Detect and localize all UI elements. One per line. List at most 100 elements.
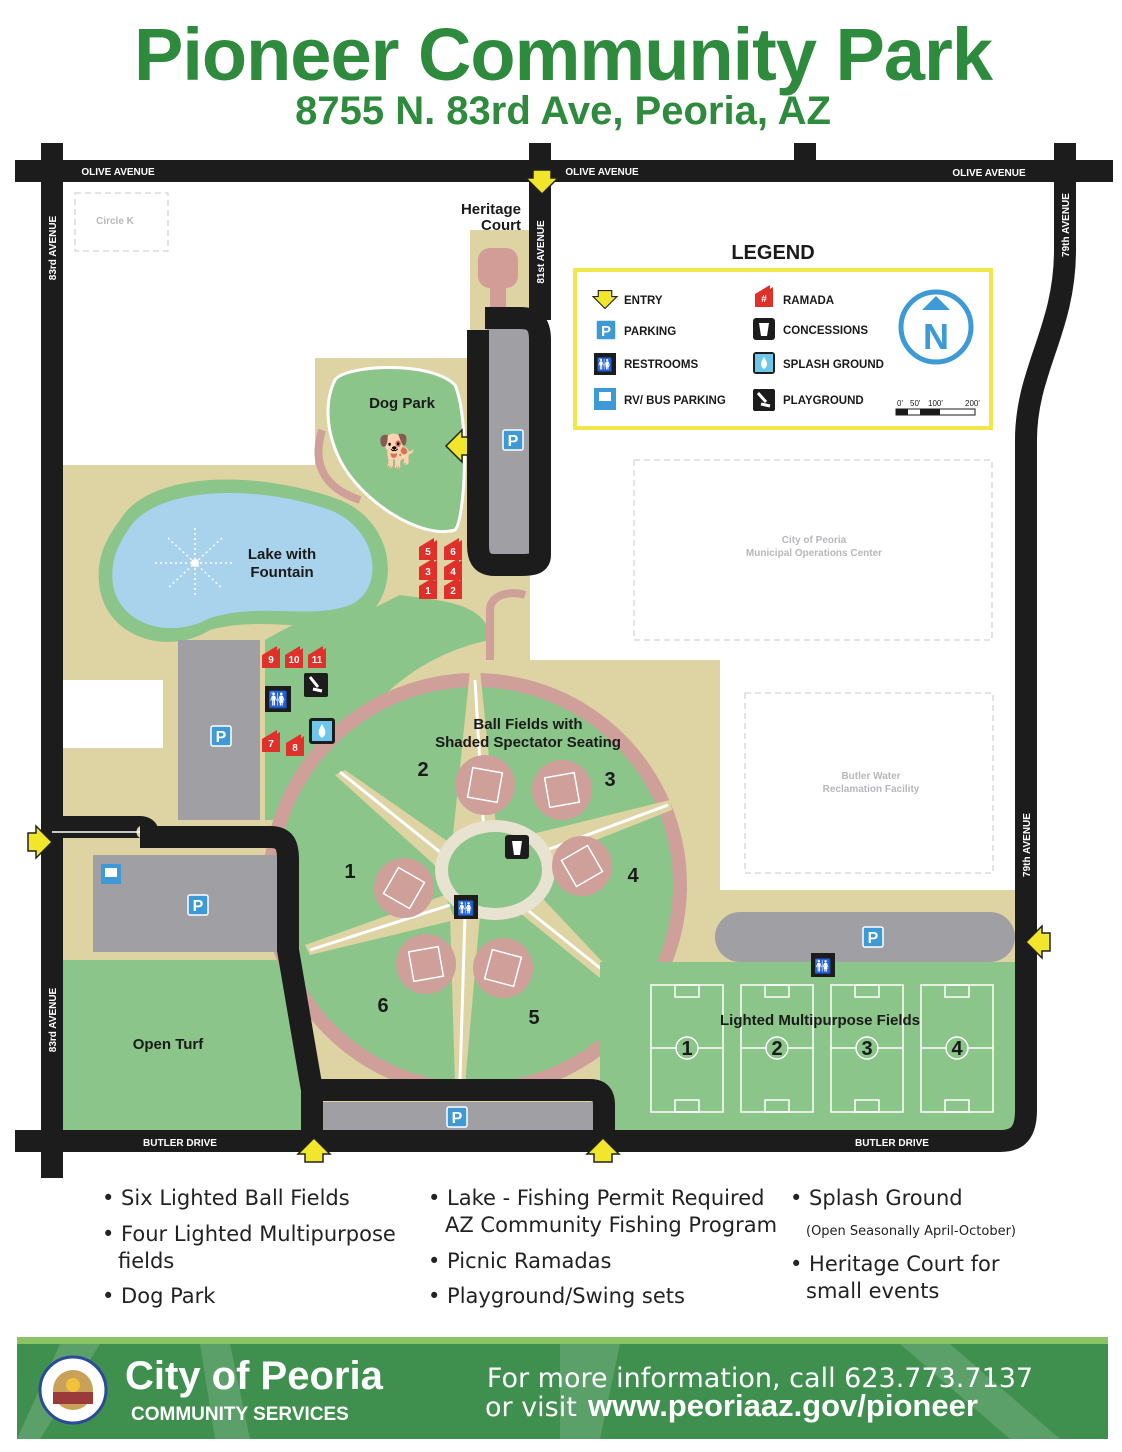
ramada-icon-3: 3 xyxy=(419,558,437,580)
multipurpose-field-3: 3 xyxy=(861,1038,872,1060)
playground-icon xyxy=(304,673,328,697)
ramada-icon-5: 5 xyxy=(419,538,437,560)
concessions-icon xyxy=(505,835,529,859)
svg-text:• Lake - Fishing Permit Requir: • Lake - Fishing Permit Required xyxy=(428,1186,764,1210)
rv-bus-parking-icon xyxy=(101,864,121,884)
svg-text:2: 2 xyxy=(450,586,456,597)
road-label-butler-west: BUTLER DRIVE xyxy=(143,1138,217,1149)
svg-text:PARKING: PARKING xyxy=(624,326,676,338)
ramada-icon-10: 10 xyxy=(285,646,303,668)
svg-text:fields: fields xyxy=(118,1249,174,1273)
svg-text:Lighted Multipurpose Fields: Lighted Multipurpose Fields xyxy=(720,1012,920,1029)
ramadas: 5 6 3 4 1 2 7 8 9 10 11 xyxy=(262,538,462,756)
svg-text:🚻: 🚻 xyxy=(268,690,288,709)
svg-text:(Open Seasonally April-October: (Open Seasonally April-October) xyxy=(806,1224,1016,1239)
ramada-icon: # xyxy=(755,285,773,307)
svg-text:200': 200' xyxy=(965,399,980,408)
svg-text:50': 50' xyxy=(910,399,921,408)
footer-visit: or visit xyxy=(485,1392,577,1423)
ramada-icon-1: 1 xyxy=(419,577,437,599)
svg-text:small events: small events xyxy=(806,1279,939,1303)
svg-text:Heritage: Heritage xyxy=(461,201,521,218)
svg-text:Dog Park: Dog Park xyxy=(369,395,436,412)
svg-text:🚻: 🚻 xyxy=(814,958,831,975)
road-label-olive-center: OLIVE AVENUE xyxy=(565,167,639,178)
ball-field-1: 1 xyxy=(344,861,355,883)
svg-text:#: # xyxy=(761,294,767,305)
svg-text:• Six Lighted Ball Fields: • Six Lighted Ball Fields xyxy=(102,1186,350,1210)
ball-field-2: 2 xyxy=(417,759,428,781)
footer-info: For more information, call 623.773.7137 xyxy=(487,1363,1033,1394)
ramada-icon-4: 4 xyxy=(444,558,462,580)
roads xyxy=(15,143,1113,1178)
parking-lots xyxy=(93,322,1015,1130)
svg-text:RAMADA: RAMADA xyxy=(783,295,834,307)
road-label-79th-north: 79th AVENUE xyxy=(1061,193,1072,257)
restroom-icon: 🚻 xyxy=(811,953,835,977)
footer-banner: City of Peoria COMMUNITY SERVICES For mo… xyxy=(17,1337,1108,1439)
heritage-court: Heritage Court xyxy=(461,201,521,307)
svg-text:• Heritage Court for: • Heritage Court for xyxy=(790,1252,1000,1276)
svg-text:0': 0' xyxy=(897,399,903,408)
svg-text:6: 6 xyxy=(450,547,456,558)
multipurpose-fields: Lighted Multipurpose Fields 1 2 3 4 xyxy=(600,962,1015,1130)
ramada-icon-11: 11 xyxy=(308,646,326,668)
multipurpose-field-2: 2 xyxy=(771,1038,782,1060)
svg-text:🚻: 🚻 xyxy=(597,357,613,372)
svg-text:10: 10 xyxy=(288,655,300,666)
svg-text:• Splash Ground: • Splash Ground xyxy=(790,1186,963,1210)
svg-text:Fountain: Fountain xyxy=(250,564,313,581)
svg-text:ENTRY: ENTRY xyxy=(624,295,663,307)
dog-park: Dog Park 🐕 xyxy=(314,366,471,533)
svg-text:8: 8 xyxy=(292,743,298,754)
parking-icon: P xyxy=(595,319,617,341)
svg-text:• Four Lighted Multipurpose: • Four Lighted Multipurpose xyxy=(102,1222,396,1246)
road-label-83rd-south: 83rd AVENUE xyxy=(48,987,59,1052)
legend-title: LEGEND xyxy=(731,242,814,264)
ball-field-4: 4 xyxy=(627,865,639,887)
svg-text:P: P xyxy=(508,433,519,450)
butler-drive-79th-avenue xyxy=(15,143,1076,1152)
svg-text:P: P xyxy=(193,898,204,915)
lake-with-fountain: Lake with Fountain xyxy=(98,479,388,642)
north-arrow-icon: N xyxy=(898,289,974,365)
footer-url[interactable]: www.peoriaaz.gov/pioneer xyxy=(587,1388,978,1423)
svg-text:1: 1 xyxy=(425,586,431,597)
road-label-olive-east: OLIVE AVENUE xyxy=(952,168,1026,179)
svg-text:🚻: 🚻 xyxy=(457,900,474,917)
park-address: 8755 N. 83rd Ave, Peoria, AZ xyxy=(295,89,831,133)
footer-org: City of Peoria xyxy=(125,1354,384,1398)
svg-text:City of Peoria: City of Peoria xyxy=(782,535,847,546)
parking-icon: P xyxy=(502,429,524,451)
ramada-icon-7: 7 xyxy=(262,730,280,752)
parking-icon: P xyxy=(446,1106,468,1128)
water-reclamation-facility: Butler Water Reclamation Facility xyxy=(744,692,994,874)
svg-text:9: 9 xyxy=(268,655,274,666)
svg-text:100': 100' xyxy=(928,399,943,408)
ball-field-complex: Ball Fields with Shaded Spectator Seatin… xyxy=(263,589,687,1097)
restroom-icon: 🚻 xyxy=(594,353,616,375)
svg-text:Shaded Spectator Seating: Shaded Spectator Seating xyxy=(435,734,621,751)
scale-bar: 0' 50' 100' 200' xyxy=(895,399,980,416)
svg-text:RESTROOMS: RESTROOMS xyxy=(624,359,698,371)
parking-loop xyxy=(467,307,551,576)
amenity-icons: 🚻 🚻 🚻 xyxy=(265,673,835,977)
footer-dept: COMMUNITY SERVICES xyxy=(131,1404,349,1425)
svg-text:Circle K: Circle K xyxy=(96,216,135,227)
ramada-icon-8: 8 xyxy=(286,734,304,756)
parking-icon: P xyxy=(187,894,209,916)
concessions-icon xyxy=(753,318,775,340)
svg-text:PLAYGROUND: PLAYGROUND xyxy=(783,395,864,407)
ball-field-6: 6 xyxy=(377,995,388,1017)
rv-bus-parking-icon xyxy=(594,388,616,410)
splash-ground-icon xyxy=(309,718,335,744)
svg-text:• Dog Park: • Dog Park xyxy=(102,1284,216,1308)
parking-icon: P xyxy=(862,926,884,948)
svg-text:Reclamation Facility: Reclamation Facility xyxy=(823,784,920,795)
road-label-olive-west: OLIVE AVENUE xyxy=(81,167,155,178)
svg-text:4: 4 xyxy=(450,567,456,578)
ramada-icon-2: 2 xyxy=(444,577,462,599)
splash-ground-icon xyxy=(753,352,775,374)
municipal-operations-center: City of Peoria Municipal Operations Cent… xyxy=(633,459,993,641)
legend: LEGEND ENTRY P PARKING 🚻 RESTROOMS RV/ B… xyxy=(573,242,993,430)
